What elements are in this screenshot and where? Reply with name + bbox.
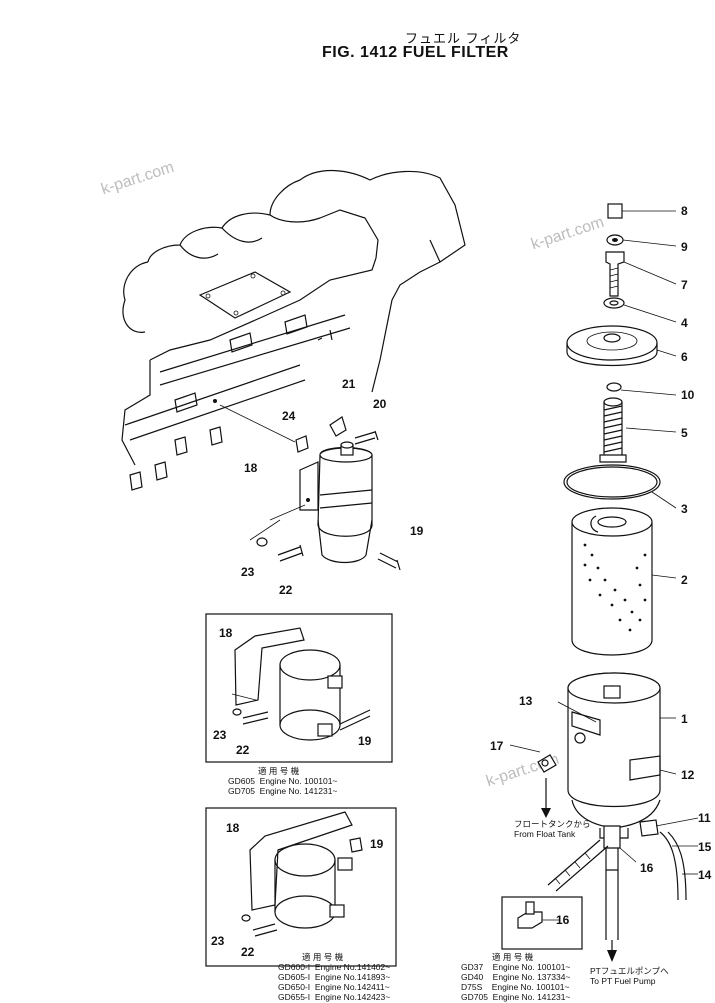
callout-21: 21 — [342, 377, 356, 391]
callout-14: 14 — [698, 868, 712, 882]
callout-1: 1 — [681, 712, 688, 726]
callout-2: 2 — [681, 573, 688, 587]
callout-18: 18 — [244, 461, 258, 475]
applicability-line: GD605 Engine No. 100101~ — [228, 776, 338, 786]
applicability-heading-1: 適 用 号 機 — [258, 766, 300, 776]
applicability-line: GD605-I Engine No.141893~ — [278, 972, 391, 982]
callout-22: 22 — [279, 583, 293, 597]
title-japanese: フュエル フィルタ — [405, 31, 522, 46]
filter-assembly-small — [249, 416, 401, 571]
callout-16-box3: 16 — [556, 913, 570, 927]
callout-18-box1: 18 — [219, 626, 233, 640]
detail-box-1 — [205, 613, 393, 763]
callout-9: 9 — [681, 240, 688, 254]
callout-5: 5 — [681, 426, 688, 440]
pt-pump-note-en: To PT Fuel Pump — [590, 976, 656, 986]
callout-11: 11 — [698, 811, 711, 825]
callout-18-box2: 18 — [226, 821, 240, 835]
callout-19-box1: 19 — [358, 734, 372, 748]
applicability-line: GD650-I Engine No.142411~ — [278, 982, 390, 992]
callout-19-box2: 19 — [370, 837, 384, 851]
callout-23: 23 — [241, 565, 255, 579]
callout-19: 19 — [410, 524, 424, 538]
applicability-line: GD705 Engine No. 141231~ — [461, 992, 571, 1002]
callout-20: 20 — [373, 397, 387, 411]
callout-8: 8 — [681, 204, 688, 218]
applicability-heading-2: 適 用 号 機 — [302, 952, 344, 962]
callout-6: 6 — [681, 350, 688, 364]
pt-pump-note-jp: PTフュエルポンプへ — [590, 966, 669, 976]
figure-title: FIG. 1412 FUEL FILTER — [322, 44, 509, 61]
callout-16: 16 — [640, 861, 654, 875]
callout-12: 12 — [681, 768, 695, 782]
applicability-line: GD37 Engine No. 100101~ — [461, 962, 571, 972]
callout-24: 24 — [282, 409, 296, 423]
callout-23-box2: 23 — [211, 934, 225, 948]
detail-box-2 — [205, 807, 397, 967]
float-tank-note-jp: フロートタンクから — [514, 819, 591, 829]
callout-10: 10 — [681, 388, 695, 402]
callout-15: 15 — [698, 840, 712, 854]
detail-box-3 — [501, 896, 583, 950]
callout-3: 3 — [681, 502, 688, 516]
callout-7: 7 — [681, 278, 688, 292]
applicability-line: D75S Engine No. 100101~ — [461, 982, 570, 992]
applicability-line: GD40 Engine No. 137334~ — [461, 972, 571, 982]
applicability-heading-3: 適 用 号 機 — [492, 952, 534, 962]
callout-22-box2: 22 — [241, 945, 255, 959]
callout-17: 17 — [490, 739, 504, 753]
float-tank-note-en: From Float Tank — [514, 829, 576, 839]
applicability-line: GD655-I Engine No.142423~ — [278, 992, 391, 1002]
applicability-line: GD600-I Engine No.141402~ — [278, 962, 391, 972]
callout-4: 4 — [681, 316, 688, 330]
applicability-line: GD705 Engine No. 141231~ — [228, 786, 338, 796]
engine-manifold-drawing — [121, 169, 466, 491]
filter-stack-drawing — [509, 203, 699, 962]
callout-13: 13 — [519, 694, 533, 708]
callout-22-box1: 22 — [236, 743, 250, 757]
callout-23-box1: 23 — [213, 728, 227, 742]
